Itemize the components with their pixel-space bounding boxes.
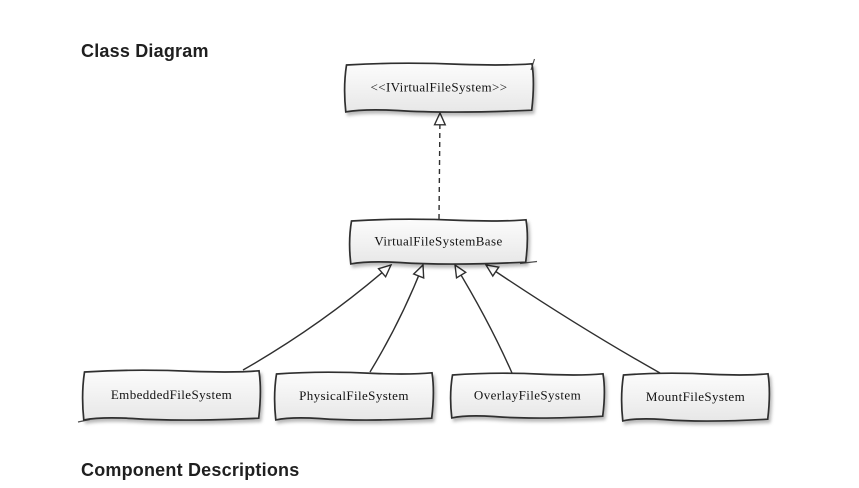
class-label-overlayfilesystem: OverlayFileSystem bbox=[474, 388, 581, 403]
sketch-corner-stroke bbox=[530, 58, 536, 71]
class-label-mountfilesystem: MountFileSystem bbox=[646, 389, 745, 404]
class-label-embeddedfilesystem: EmbeddedFileSystem bbox=[111, 387, 232, 402]
class-label-physicalfilesystem: PhysicalFileSystem bbox=[299, 388, 409, 403]
edge-realization-virtualfilesystembase bbox=[439, 113, 440, 220]
sketch-corner-stroke bbox=[77, 418, 91, 423]
section-heading-component-descriptions: Component Descriptions bbox=[81, 459, 300, 480]
class-label-virtualfilesystembase: VirtualFileSystemBase bbox=[374, 234, 502, 249]
sketch-corner-stroke bbox=[519, 260, 538, 265]
edge-generalization-embeddedfilesystem bbox=[242, 265, 391, 371]
class-label-ivirtualfilesystem: <<IVirtualFileSystem>> bbox=[370, 80, 507, 95]
edge-generalization-mountfilesystem bbox=[486, 265, 661, 374]
edge-generalization-overlayfilesystem bbox=[455, 265, 513, 374]
edge-generalization-physicalfilesystem bbox=[369, 265, 423, 373]
class-box-embeddedfilesystem bbox=[81, 369, 262, 421]
class-box-mountfilesystem bbox=[620, 372, 771, 422]
section-heading-class-diagram: Class Diagram bbox=[81, 40, 209, 61]
class-box-physicalfilesystem bbox=[273, 371, 435, 421]
class-box-overlayfilesystem bbox=[449, 372, 606, 419]
class-box-virtualfilesystembase bbox=[348, 218, 529, 265]
class-box-ivirtualfilesystem bbox=[343, 62, 535, 113]
